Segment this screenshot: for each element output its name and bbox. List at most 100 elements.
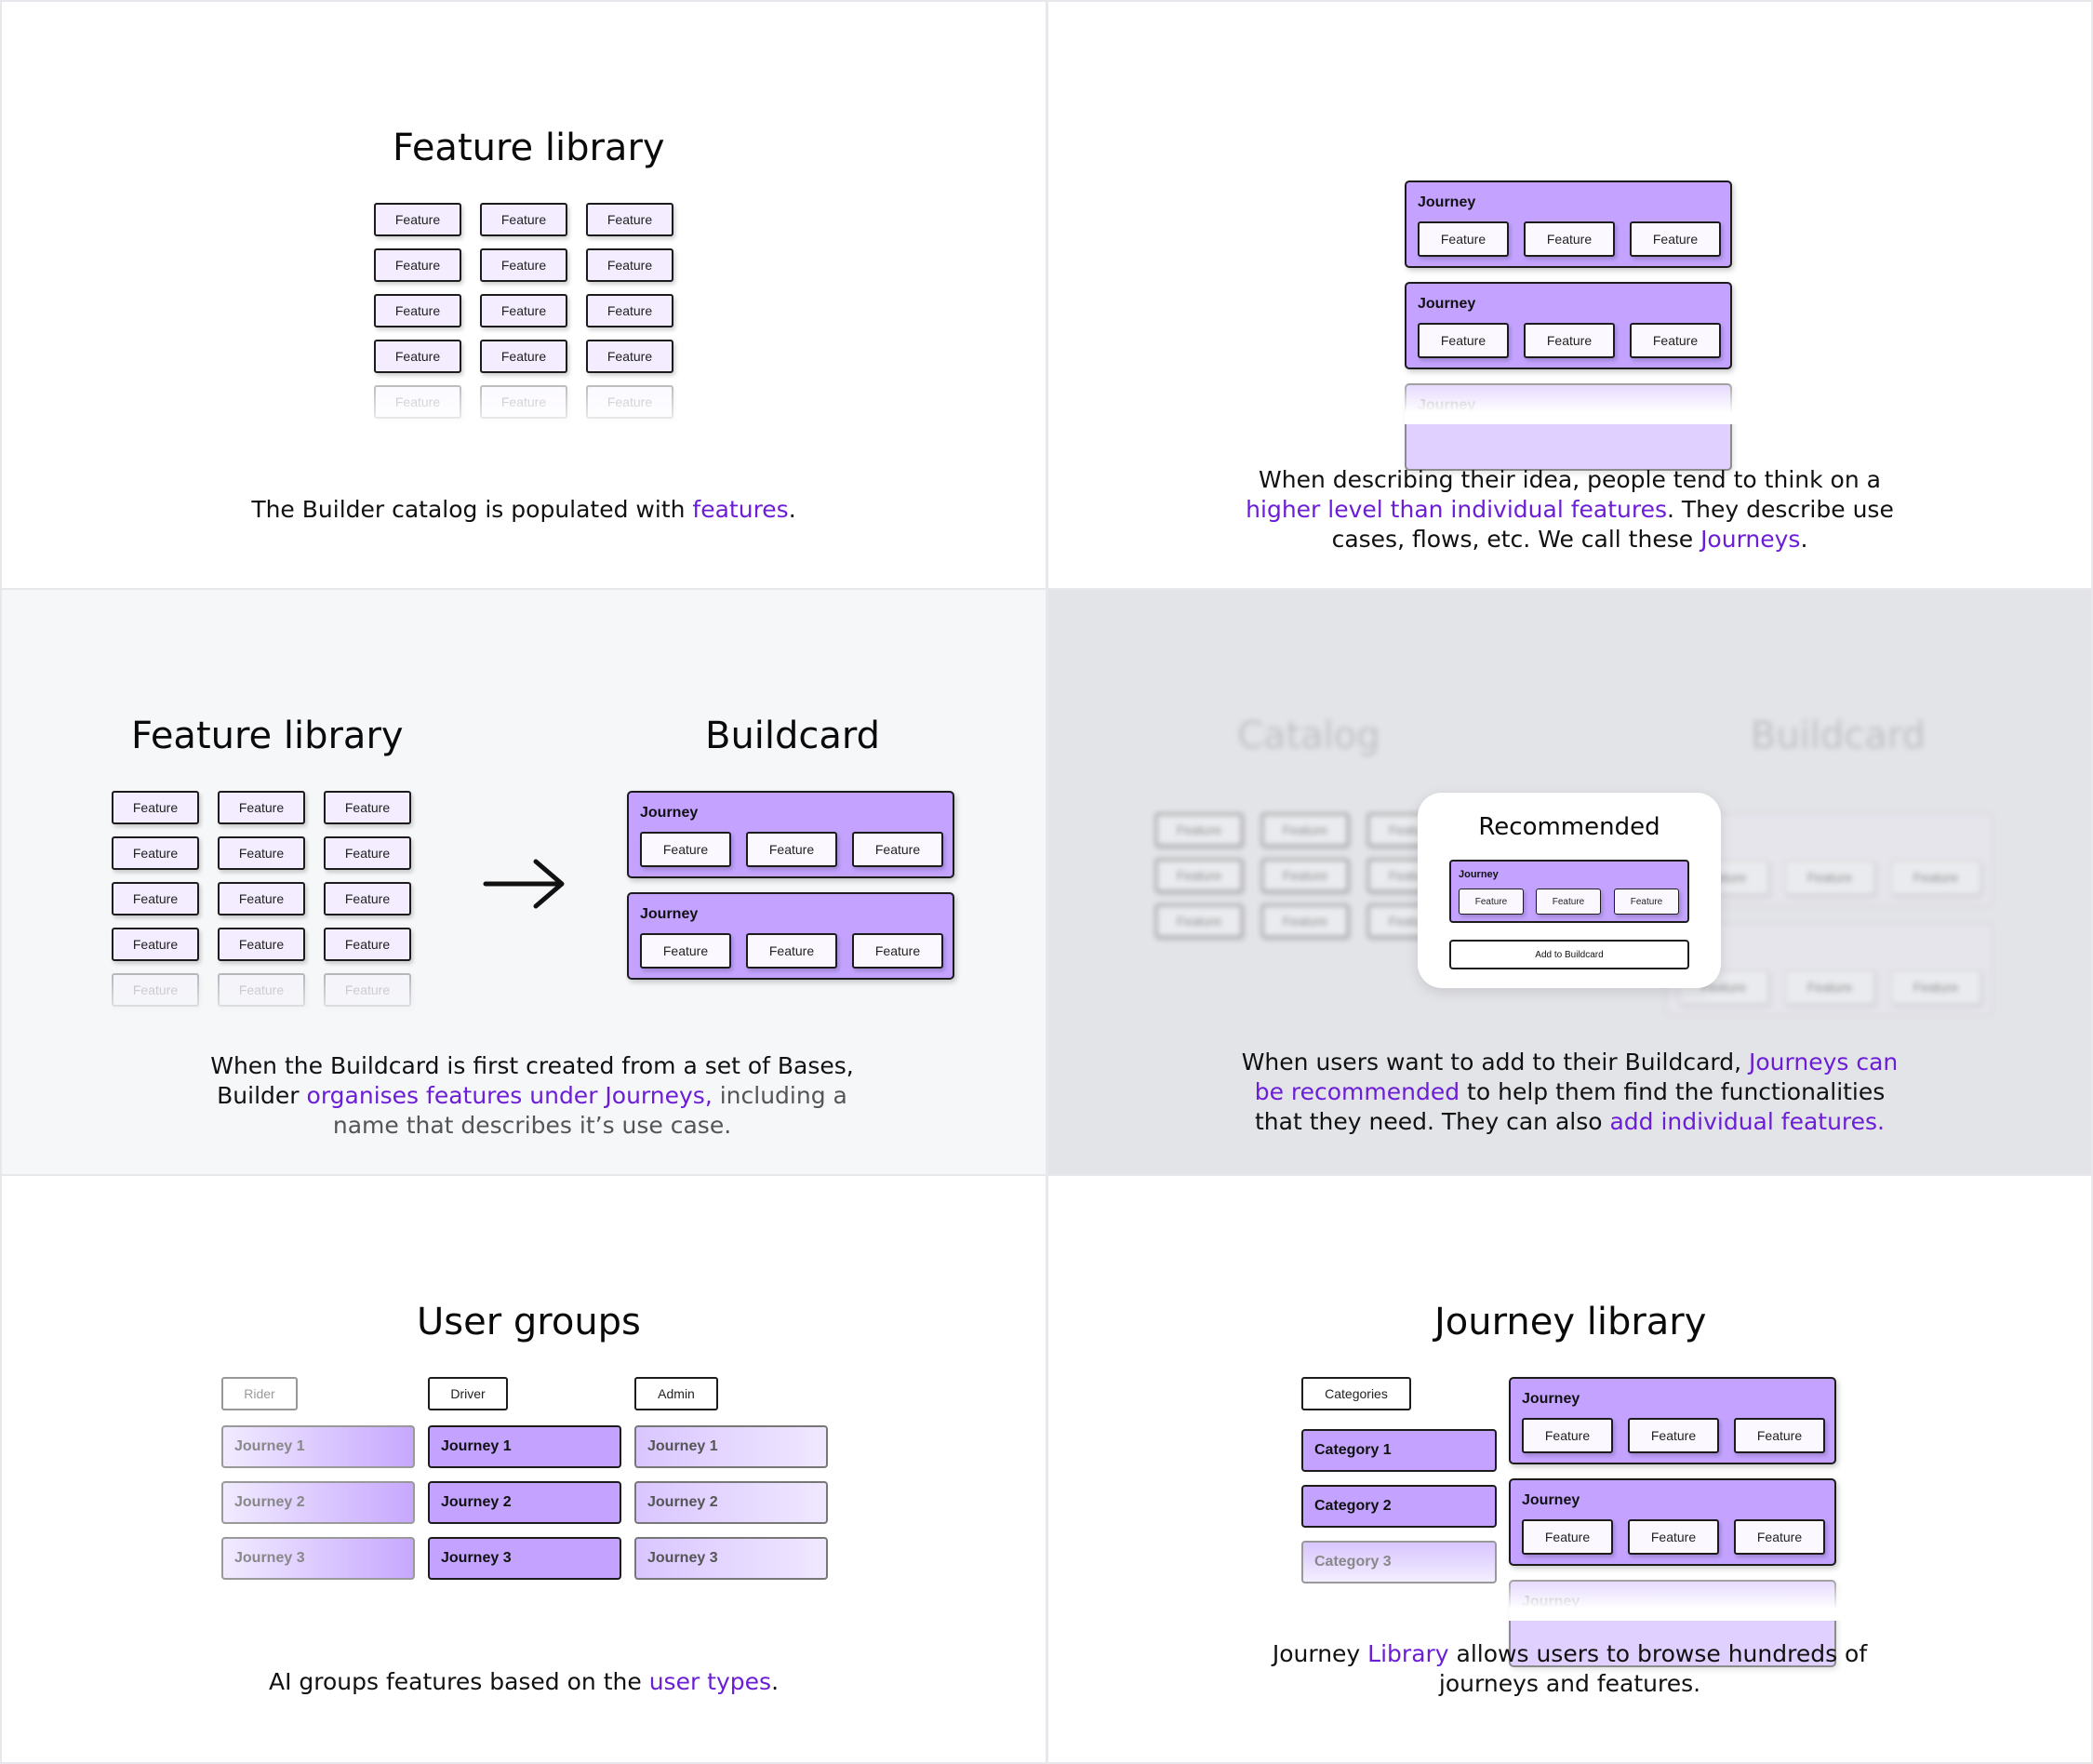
feature-chip[interactable]: Feature — [324, 928, 411, 961]
feature-chip[interactable]: Feature — [640, 933, 731, 969]
journey-row[interactable]: Journey 1 — [221, 1425, 415, 1468]
arrow-right-icon — [483, 859, 565, 909]
feature-chip[interactable]: Feature — [1522, 1519, 1613, 1555]
feature-chip[interactable]: Feature — [1630, 323, 1721, 358]
feature-chip[interactable]: Feature — [586, 203, 673, 236]
category-item[interactable]: Category 3 — [1301, 1541, 1497, 1584]
feature-chip[interactable]: Feature — [112, 791, 199, 824]
caption-text: AI groups features based on the — [268, 1668, 649, 1695]
feature-chip[interactable]: Feature — [480, 203, 567, 236]
panel-title: Journey library — [1434, 1301, 1707, 1343]
categories-header: Categories — [1301, 1377, 1411, 1410]
feature-chip[interactable]: Feature — [324, 882, 411, 915]
feature-chip[interactable]: Feature — [324, 791, 411, 824]
recommended-journey[interactable]: Journey Feature Feature Feature — [1449, 860, 1689, 923]
caption: The Builder catalog is populated with fe… — [2, 495, 1046, 525]
category-item[interactable]: Category 1 — [1301, 1429, 1497, 1472]
journey-row[interactable]: Journey 2 — [634, 1481, 828, 1524]
journey-row[interactable]: Journey 1 — [634, 1425, 828, 1468]
feature-chip[interactable]: Feature — [1734, 1519, 1825, 1555]
journey-label: Journey — [1522, 1391, 1580, 1407]
feature-chip[interactable]: Feature — [1524, 221, 1615, 257]
feature-chip[interactable]: Feature — [374, 294, 461, 327]
feature-chip[interactable]: Feature — [1524, 323, 1615, 358]
feature-chip[interactable]: Feature — [586, 294, 673, 327]
feature-chip[interactable]: Feature — [586, 248, 673, 282]
user-group-chip[interactable]: Admin — [634, 1377, 718, 1410]
feature-chip[interactable]: Feature — [1630, 221, 1721, 257]
caption-line: higher level than individual features. T… — [1048, 495, 2091, 525]
feature-chip[interactable]: Feature — [1628, 1418, 1719, 1453]
journey-row[interactable]: Journey 2 — [428, 1481, 621, 1524]
feature-chip[interactable]: Feature — [218, 928, 305, 961]
panel-title: Feature library — [393, 127, 665, 169]
buildcard-title: Buildcard — [1751, 715, 1926, 757]
feature-chip[interactable]: Feature — [480, 248, 567, 282]
journey-label: Journey — [1459, 869, 1499, 880]
journey-row[interactable]: Journey 3 — [221, 1537, 415, 1580]
feature-chip[interactable]: Feature — [218, 882, 305, 915]
fade-overlay — [1405, 378, 1740, 424]
caption-highlight: organises features under Journeys, — [306, 1082, 713, 1109]
feature-chip[interactable]: Feature — [374, 340, 461, 373]
catalog-title: Catalog — [1237, 715, 1380, 757]
category-item[interactable]: Category 2 — [1301, 1485, 1497, 1528]
feature-chip[interactable]: Feature — [640, 832, 731, 867]
feature-library-title: Feature library — [131, 715, 404, 757]
feature-chip[interactable]: Feature — [1418, 323, 1509, 358]
feature-chip[interactable]: Feature — [374, 248, 461, 282]
caption-highlight: features — [692, 496, 789, 523]
caption-line: When users want to add to their Buildcar… — [1048, 1048, 2091, 1077]
feature-chip[interactable]: Feature — [480, 340, 567, 373]
feature-chip: Feature — [1784, 860, 1875, 895]
caption-highlight: Journeys can — [1749, 1049, 1899, 1076]
caption-highlight: higher level than individual features — [1246, 496, 1667, 523]
caption-text: that they need. They can also — [1255, 1108, 1610, 1135]
feature-chip[interactable]: Feature — [852, 933, 943, 969]
feature-chip[interactable]: Feature — [324, 836, 411, 870]
caption-text: including a — [712, 1082, 847, 1109]
feature-chip[interactable]: Feature — [1418, 221, 1509, 257]
feature-chip[interactable]: Feature — [112, 928, 199, 961]
feature-chip[interactable]: Feature — [112, 836, 199, 870]
feature-chip: Feature — [1784, 969, 1875, 1005]
feature-chip[interactable]: Feature — [112, 882, 199, 915]
journey-row[interactable]: Journey 2 — [221, 1481, 415, 1524]
feature-chip[interactable]: Feature — [1522, 1418, 1613, 1453]
feature-chip: Feature — [1459, 889, 1524, 915]
feature-chip[interactable]: Feature — [480, 294, 567, 327]
feature-chip[interactable]: Feature — [218, 791, 305, 824]
fade-overlay — [374, 376, 681, 450]
feature-chip[interactable]: Feature — [746, 832, 837, 867]
user-group-chip[interactable]: Driver — [428, 1377, 508, 1410]
journey-row[interactable]: Journey 3 — [634, 1537, 828, 1580]
feature-chip: Feature — [1261, 859, 1349, 892]
feature-chip: Feature — [1155, 859, 1243, 892]
feature-chip[interactable]: Feature — [1628, 1519, 1719, 1555]
feature-chip[interactable]: Feature — [852, 832, 943, 867]
feature-chip[interactable]: Feature — [374, 203, 461, 236]
caption-line: name that describes it’s use case. — [332, 1112, 732, 1139]
feature-chip[interactable]: Feature — [586, 340, 673, 373]
feature-chip[interactable]: Feature — [1734, 1418, 1825, 1453]
journey-row[interactable]: Journey 3 — [428, 1537, 621, 1580]
journey-row[interactable]: Journey 1 — [428, 1425, 621, 1468]
caption-line: Journey Library allows users to browse h… — [1048, 1639, 2091, 1669]
user-group-chip[interactable]: Rider — [221, 1377, 298, 1410]
add-to-buildcard-button[interactable]: Add to Buildcard — [1449, 940, 1689, 969]
feature-chip[interactable]: Feature — [218, 836, 305, 870]
feature-chip[interactable]: Feature — [746, 933, 837, 969]
caption-line: When describing their idea, people tend … — [1259, 466, 1881, 493]
